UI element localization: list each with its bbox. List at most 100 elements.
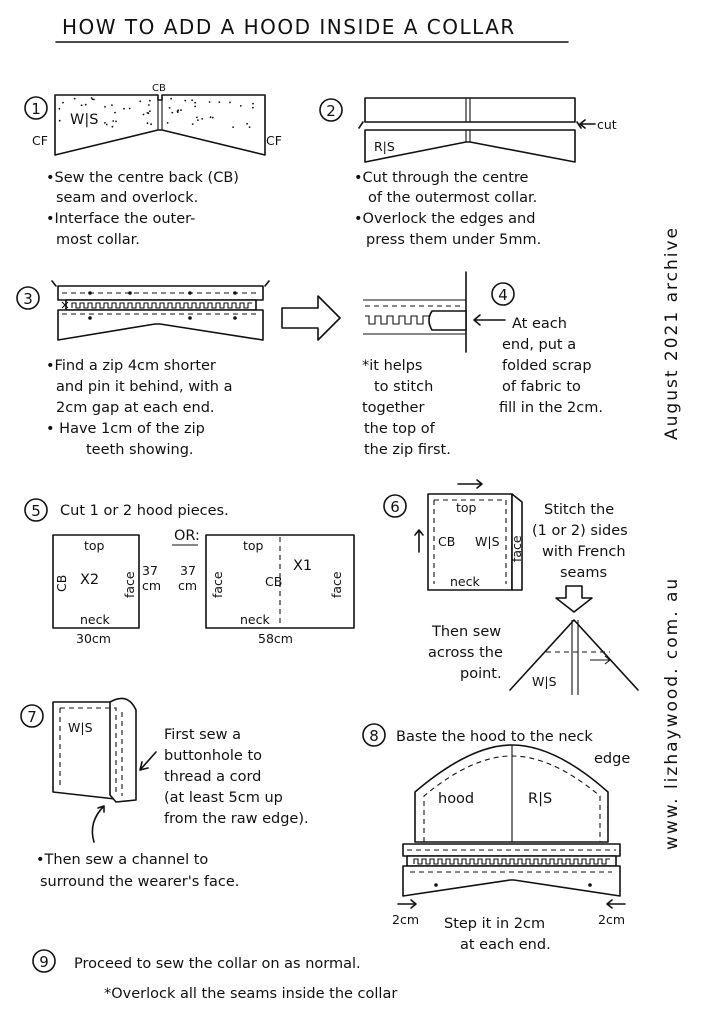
step-8-hood-label: hood <box>438 791 474 807</box>
interfacing-dot <box>149 110 151 113</box>
step-1-cf-right: CF <box>266 133 282 148</box>
step-3: 3 •Find a zip 4cm shorter and pin it beh… <box>16 280 341 458</box>
fabric-scrap <box>428 310 467 331</box>
step-9-number: 9 <box>39 953 49 971</box>
interfacing-dot <box>114 111 116 114</box>
pin-dot-4 <box>233 291 237 295</box>
zip-teeth-detail <box>365 315 433 325</box>
piece-2-width: 58cm <box>258 631 293 646</box>
hood-basting-diagram: hood R|S 2cm 2cm <box>392 744 626 927</box>
interfacing-dot <box>148 104 150 106</box>
piece-2-face-right: face <box>329 571 344 598</box>
folded-hood-rect <box>427 493 513 591</box>
hood-piece-2: 37 cm top neck CB X1 face face 58cm <box>178 534 355 646</box>
interfacing-dot <box>146 122 149 125</box>
step-9: 9 Proceed to sew the collar on as normal… <box>32 949 397 1002</box>
step-8-gap-left: 2cm <box>392 912 419 927</box>
hood-piece-1: top neck X2 CB face 37 cm 30cm <box>52 534 161 646</box>
interfacing-dot <box>252 106 254 109</box>
collar-bottom-shape <box>57 309 264 341</box>
interfacing-dot <box>150 123 153 126</box>
piece-1-cb: CB <box>54 575 69 592</box>
step-8-heading: Baste the hood to the neck edge <box>396 729 630 767</box>
interfacing-dot <box>191 123 194 125</box>
interfacing-dot <box>208 101 211 103</box>
piece-1-neck: neck <box>80 612 110 627</box>
step-6-cb: CB <box>438 534 455 549</box>
inner-collar-shape <box>364 129 576 163</box>
step-9-text: Proceed to sew the collar on as normal. … <box>74 956 397 1002</box>
top-arrow <box>457 479 483 489</box>
interfacing-dot <box>211 116 214 119</box>
interfacing-dot <box>111 125 114 128</box>
interfacing-dot <box>191 99 194 102</box>
interfacing-dot <box>84 103 87 106</box>
piece-2-cb: CB <box>265 574 282 589</box>
point-arrow <box>590 655 611 665</box>
scrap-arrow <box>473 314 506 326</box>
step-5-number: 5 <box>31 502 41 520</box>
step-7-number-circle <box>20 704 44 728</box>
step-7-ws: W|S <box>68 720 93 735</box>
step-5-heading: Cut 1 or 2 hood pieces. <box>60 503 229 519</box>
interfacing-dot <box>232 126 235 128</box>
step-in-arrow-right <box>606 899 626 909</box>
archive-label: August 2021 archive <box>662 226 682 440</box>
step-2-rs-label: R|S <box>374 139 395 154</box>
cut-arrow <box>579 119 596 129</box>
hood-channel-diagram: W|S <box>52 697 157 843</box>
interfacing-dot <box>180 109 182 111</box>
interfacing-dot <box>194 105 197 108</box>
step-6-text: Stitch the (1 or 2) sides with French se… <box>532 502 632 581</box>
point-diagram: W|S <box>509 619 639 695</box>
piece-1-top: top <box>84 538 105 553</box>
interfacing-dot <box>201 118 204 120</box>
interfacing-dot <box>112 120 115 122</box>
right-arrow <box>281 295 341 341</box>
step-1-ws-label: W|S <box>70 112 98 128</box>
piece-2-face-left: face <box>210 571 225 598</box>
interfacing-dot <box>197 119 199 121</box>
step-8: 8 Baste the hood to the neck edge hood R… <box>362 723 630 953</box>
folded-hood-diagram: top CB W|S face neck <box>414 479 524 591</box>
interfacing-dot <box>90 97 93 99</box>
interfacing-dot <box>229 101 231 104</box>
interfacing-dot <box>128 107 131 110</box>
piece-1-width: 30cm <box>76 631 111 646</box>
interfacing-dot <box>80 104 83 107</box>
step-2-number: 2 <box>326 102 336 120</box>
step-2-number-circle <box>319 98 343 122</box>
interfacing-dot <box>248 126 251 128</box>
step-4: 4 *it helps to stitch together the top o… <box>362 271 603 458</box>
interfacing-dot <box>168 107 171 109</box>
piece-2-count: X1 <box>293 558 312 574</box>
step-6-top: top <box>456 500 477 515</box>
channel-fold <box>109 697 137 803</box>
interfacing-dots <box>58 97 254 128</box>
step-7: 7 W|S First sew a buttonhole to thread a… <box>20 697 309 890</box>
interfacing-dot <box>93 98 95 101</box>
point-outline <box>509 619 639 691</box>
pin-dot-7 <box>233 316 237 320</box>
step-4-number: 4 <box>498 286 508 304</box>
step-8-gap-right: 2cm <box>598 912 625 927</box>
interfacing-dot <box>58 107 61 110</box>
interfacing-dot <box>123 107 125 110</box>
step-2-collar-diagram: R|S cut <box>358 97 617 163</box>
zip-teeth <box>71 302 252 309</box>
step-6-ws-point: W|S <box>532 674 557 689</box>
step-3-number-circle <box>16 286 40 310</box>
interfacing-dot <box>115 120 117 123</box>
interfacing-dot <box>194 101 197 104</box>
step-in-arrow-left <box>397 899 417 909</box>
piece-2-neck: neck <box>240 612 270 627</box>
step-1-collar-diagram: W|S CB CF CF <box>32 83 282 156</box>
baste-dot-1 <box>434 883 438 887</box>
pin-dot-5 <box>88 316 92 320</box>
interfacing-dot <box>166 122 169 124</box>
channel-arrow <box>91 805 105 843</box>
pin-dot-2 <box>128 291 132 295</box>
step-8-number-circle <box>362 723 386 747</box>
step-1-number-circle <box>24 96 48 120</box>
interfacing-dot <box>196 116 198 119</box>
